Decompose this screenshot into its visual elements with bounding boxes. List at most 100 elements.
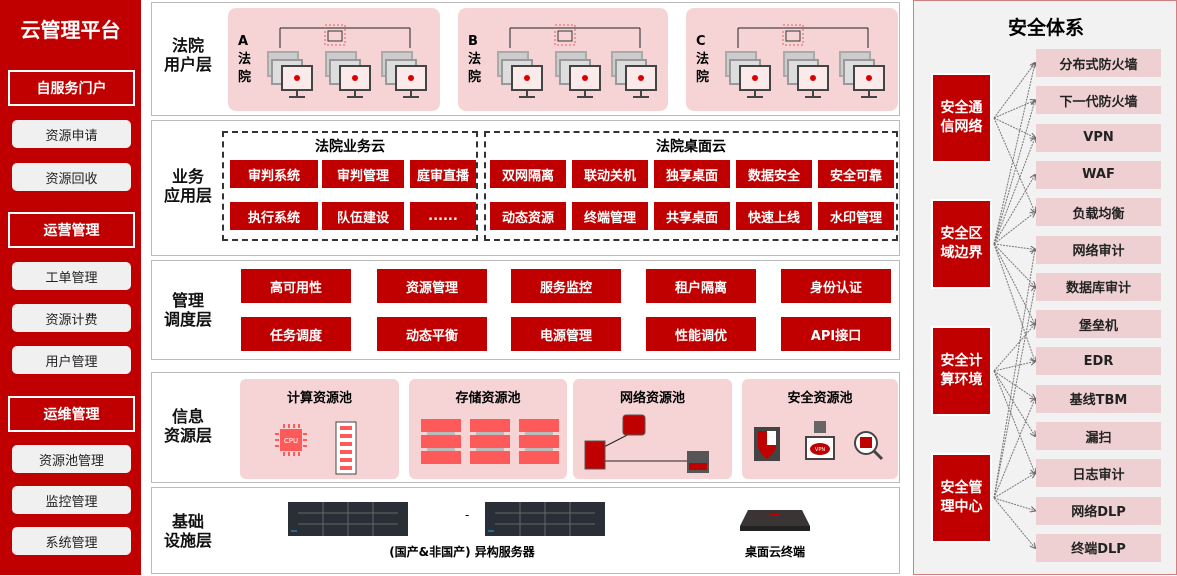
pool-title: 安全资源池 xyxy=(787,391,853,406)
desktop-feature-button[interactable]: 快速上线 xyxy=(736,202,812,230)
monitors-icon xyxy=(725,24,885,98)
mgmt-function-button[interactable]: 性能调优 xyxy=(646,317,756,351)
compute-pool: 计算资源池 CPU xyxy=(240,379,399,479)
monitors-icon xyxy=(267,24,427,98)
desktop-feature-button[interactable]: 终端管理 xyxy=(572,202,648,230)
server-icon xyxy=(288,502,408,536)
business-app-button[interactable]: 庭审直播 xyxy=(410,160,476,188)
group-title: 法院桌面云 xyxy=(656,139,726,155)
link-arrow xyxy=(993,243,1035,250)
security-component[interactable]: 数据库审计 xyxy=(1036,272,1161,301)
sidebar-item[interactable]: 资源申请 xyxy=(12,120,131,148)
security-component[interactable]: 分布式防火墙 xyxy=(1036,49,1161,77)
desktop-feature-button[interactable]: 独享桌面 xyxy=(654,160,730,188)
mgmt-function-button[interactable]: 高可用性 xyxy=(241,269,351,303)
link-arrow xyxy=(993,243,1035,361)
app-layer-panel: 业务 应用层 法院业务云 审判系统执行系统审判管理队伍建设庭审直播...... … xyxy=(151,120,900,256)
desktop-cloud-group: 法院桌面云 双网隔离动态资源联动关机终端管理独享桌面共享桌面数据安全快速上线安全… xyxy=(484,131,898,241)
sidebar-item[interactable]: 资源池管理 xyxy=(12,445,131,473)
storage-pool: 存储资源池 xyxy=(409,379,567,479)
link-arrow xyxy=(993,361,1035,372)
vpn-label: VPN xyxy=(815,447,825,453)
security-component[interactable]: EDR xyxy=(1036,347,1161,376)
security-component[interactable]: 负载均衡 xyxy=(1036,198,1161,227)
security-component[interactable]: 终端DLP xyxy=(1036,533,1161,562)
server-icon xyxy=(485,502,605,536)
mgmt-function-button[interactable]: 租户隔离 xyxy=(646,269,756,303)
security-component[interactable]: 网络审计 xyxy=(1036,235,1161,264)
desktop-feature-button[interactable]: 数据安全 xyxy=(736,160,812,188)
security-domain-box[interactable]: 安全区域边界 xyxy=(931,199,992,289)
cloud-management-sidebar: 云管理平台 自服务门户 资源申请 资源回收 运营管理 工单管理 资源计费 用户管… xyxy=(0,0,141,575)
link-arrow xyxy=(993,370,1035,399)
link-arrow xyxy=(993,117,1035,138)
mgmt-function-button[interactable]: API接口 xyxy=(781,317,891,351)
thin-client-icon xyxy=(740,510,810,531)
mgmt-function-button[interactable]: 服务监控 xyxy=(511,269,621,303)
business-app-button[interactable]: 审判系统 xyxy=(230,160,318,188)
mgmt-function-button[interactable]: 身份认证 xyxy=(781,269,891,303)
mgmt-function-button[interactable]: 动态平衡 xyxy=(377,317,487,351)
mgmt-function-button[interactable]: 任务调度 xyxy=(241,317,351,351)
security-component[interactable]: 网络DLP xyxy=(1036,496,1161,525)
infra-layer-panel: 基础 设施层 - (国产&非国产) 异构服务器 桌面云终端 xyxy=(151,487,900,574)
layer-label: 管理 调度层 xyxy=(163,291,212,329)
sidebar-item[interactable]: 资源回收 xyxy=(12,163,131,191)
sidebar-item[interactable]: 系统管理 xyxy=(12,527,131,555)
court-a: A 法 院 xyxy=(228,8,440,111)
desktop-feature-button[interactable]: 动态资源 xyxy=(490,202,566,230)
business-app-button[interactable]: 执行系统 xyxy=(230,202,318,230)
link-arrow xyxy=(993,243,1035,287)
court-b: B 法 院 xyxy=(458,8,668,111)
section-self-service[interactable]: 自服务门户 xyxy=(8,70,135,106)
desktop-feature-button[interactable]: 水印管理 xyxy=(818,202,894,230)
sidebar-item[interactable]: 用户管理 xyxy=(12,346,131,374)
security-domain-box[interactable]: 安全计算环境 xyxy=(931,326,992,416)
desktop-feature-button[interactable]: 双网隔离 xyxy=(490,160,566,188)
court-name: A 法 院 xyxy=(238,34,252,85)
cpu-label: CPU xyxy=(284,437,298,445)
desktop-feature-button[interactable]: 共享桌面 xyxy=(654,202,730,230)
link-arrow xyxy=(993,497,1035,548)
mgmt-function-button[interactable]: 资源管理 xyxy=(377,269,487,303)
link-arrow xyxy=(993,63,1035,119)
security-icons: VPN xyxy=(754,421,884,461)
layer-label: 基础 设施层 xyxy=(163,512,212,550)
link-arrow xyxy=(993,370,1035,473)
security-domain-box[interactable]: 安全管理中心 xyxy=(931,453,992,543)
servers-label: (国产&非国产) 异构服务器 xyxy=(389,545,535,559)
sidebar-item[interactable]: 监控管理 xyxy=(12,486,131,514)
section-operations[interactable]: 运营管理 xyxy=(8,212,135,248)
desktop-feature-button[interactable]: 联动关机 xyxy=(572,160,648,188)
business-app-button[interactable]: ...... xyxy=(410,202,476,230)
security-component[interactable]: 堡垒机 xyxy=(1036,310,1161,339)
desktop-feature-button[interactable]: 安全可靠 xyxy=(818,160,894,188)
security-domain-box[interactable]: 安全通信网络 xyxy=(931,73,992,163)
pool-title: 存储资源池 xyxy=(455,391,521,406)
security-component[interactable]: 日志审计 xyxy=(1036,459,1161,488)
security-pool: 安全资源池 VPN xyxy=(742,379,898,479)
terminal-label: 桌面云终端 xyxy=(744,545,805,559)
security-component[interactable]: 基线TBM xyxy=(1036,384,1161,413)
monitors-icon xyxy=(497,24,657,98)
business-cloud-group: 法院业务云 审判系统执行系统审判管理队伍建设庭审直播...... xyxy=(222,131,478,241)
network-topology-icon xyxy=(584,414,709,473)
link-arrow xyxy=(993,175,1035,245)
security-component[interactable]: VPN xyxy=(1036,123,1161,152)
business-app-button[interactable]: 队伍建设 xyxy=(322,202,404,230)
layer-label: 法院 用户层 xyxy=(163,36,212,74)
security-title: 安全体系 xyxy=(1007,17,1084,39)
security-component[interactable]: 漏扫 xyxy=(1036,422,1161,450)
sidebar-item[interactable]: 工单管理 xyxy=(12,262,131,290)
business-app-button[interactable]: 审判管理 xyxy=(322,160,404,188)
link-arrow xyxy=(993,473,1035,499)
pool-title: 网络资源池 xyxy=(619,391,685,406)
link-arrow xyxy=(993,324,1035,372)
sidebar-item[interactable]: 资源计费 xyxy=(12,304,131,332)
section-maintenance[interactable]: 运维管理 xyxy=(8,396,135,432)
mgmt-function-button[interactable]: 电源管理 xyxy=(511,317,621,351)
security-component[interactable]: 下一代防火墙 xyxy=(1036,86,1161,115)
cpu-memory-icon: CPU xyxy=(275,421,357,475)
security-component[interactable]: WAF xyxy=(1036,160,1161,189)
link-arrow xyxy=(993,63,1035,245)
